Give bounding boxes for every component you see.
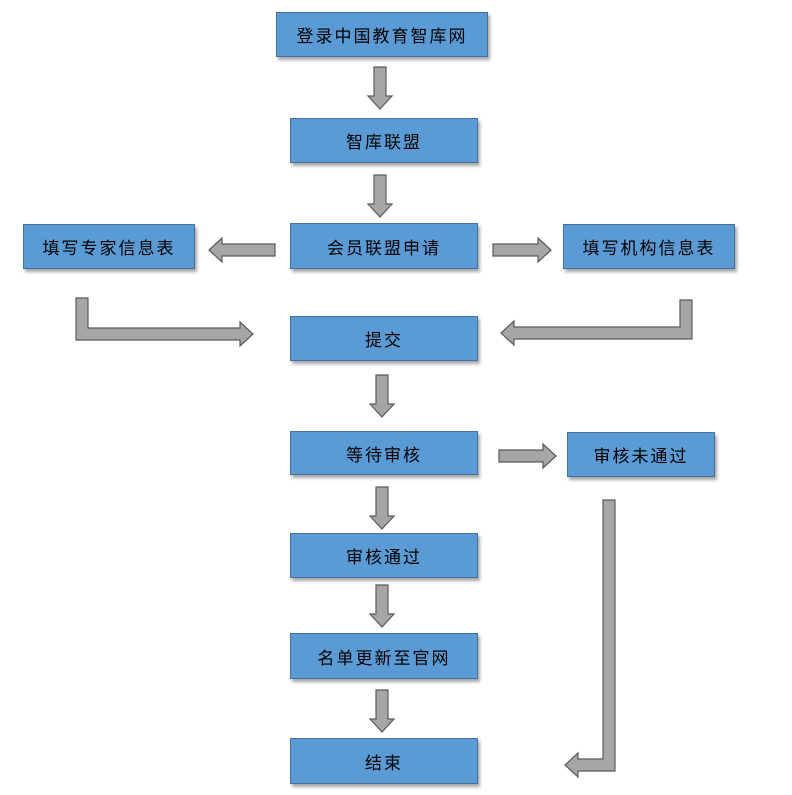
arrow-waiting-to-approved bbox=[368, 486, 396, 530]
arrow-approved-to-publish bbox=[368, 584, 396, 628]
arrow-waiting-to-rejected bbox=[498, 442, 557, 470]
node-expert-form: 填写专家信息表 bbox=[23, 224, 195, 269]
arrow-apply-to-org bbox=[492, 236, 552, 264]
arrow-rejected-to-end bbox=[564, 499, 616, 779]
node-approved: 审核通过 bbox=[290, 533, 478, 578]
arrow-submit-to-waiting bbox=[368, 374, 396, 418]
node-org-form: 填写机构信息表 bbox=[563, 224, 735, 269]
node-alliance: 智库联盟 bbox=[290, 118, 478, 163]
node-rejected: 审核未通过 bbox=[567, 432, 715, 477]
node-submit: 提交 bbox=[290, 316, 478, 361]
node-publish: 名单更新至官网 bbox=[290, 633, 478, 679]
node-waiting: 等待审核 bbox=[290, 431, 478, 475]
node-apply: 会员联盟申请 bbox=[290, 223, 478, 269]
arrow-expert-to-submit bbox=[75, 297, 254, 348]
arrow-apply-to-expert bbox=[208, 236, 276, 264]
arrow-alliance-to-apply bbox=[366, 174, 394, 218]
arrow-login-to-alliance bbox=[366, 66, 394, 110]
arrow-org-to-submit bbox=[500, 299, 693, 347]
arrow-publish-to-end bbox=[368, 689, 396, 733]
node-login: 登录中国教育智库网 bbox=[276, 12, 488, 57]
node-end: 结束 bbox=[290, 738, 478, 784]
